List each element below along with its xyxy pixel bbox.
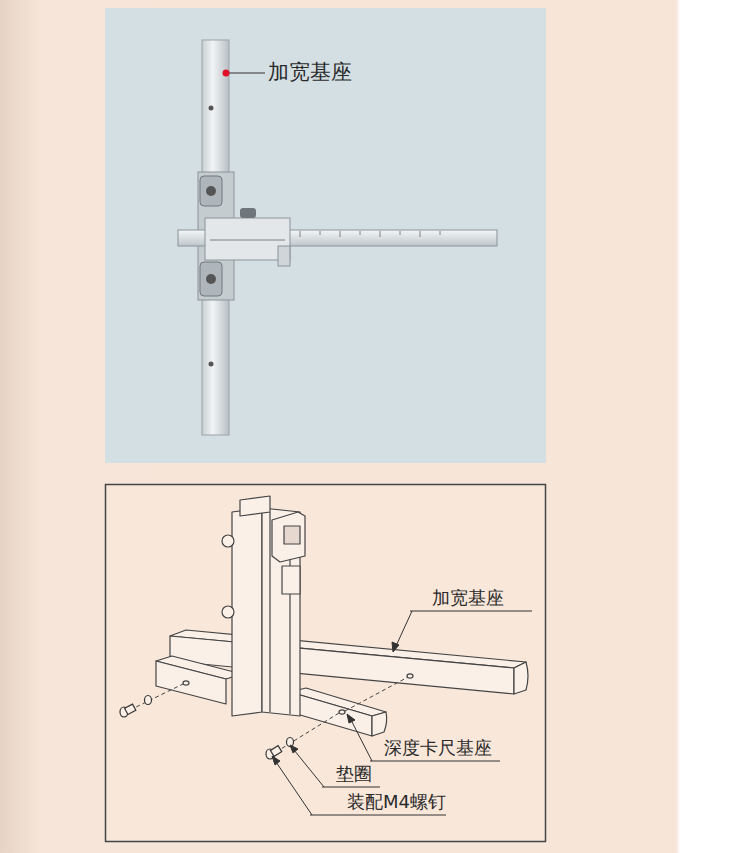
leader-line	[223, 70, 266, 77]
assembly-lines	[130, 677, 408, 752]
part-label: 垫圈	[336, 763, 372, 785]
part-label: 深度卡尺基座	[384, 737, 492, 759]
screws-washers	[120, 696, 294, 760]
caliper-photo	[178, 40, 497, 435]
base-drawing	[156, 496, 528, 736]
drawing-panel	[106, 485, 546, 842]
part-label: 装配M4螺钉	[347, 791, 446, 813]
callout-leaders	[272, 611, 532, 815]
part-label: 加宽基座	[268, 60, 352, 85]
photo-panel	[105, 8, 546, 463]
part-label: 加宽基座	[432, 587, 504, 609]
